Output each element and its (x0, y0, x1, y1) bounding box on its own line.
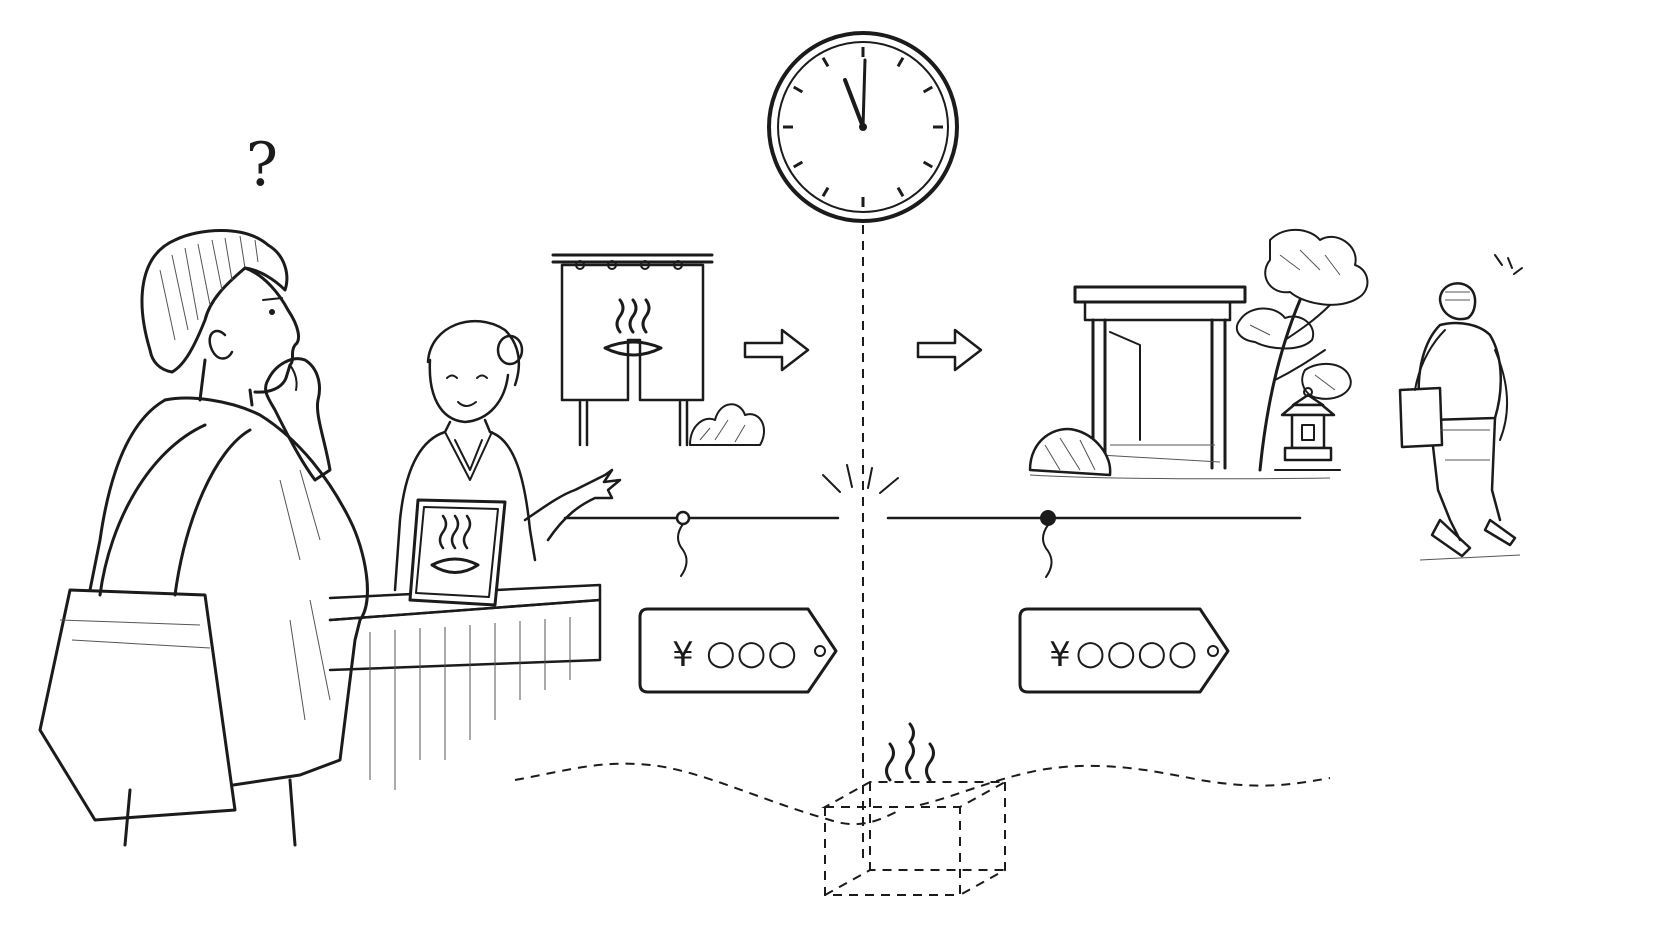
garden-rock (1028, 427, 1112, 477)
price-amount: ○○○ (706, 633, 798, 673)
guest-walking (1398, 254, 1523, 561)
price-tag-day: ¥ ○○○ (638, 607, 838, 694)
receptionist (393, 319, 622, 592)
noren-curtain (551, 253, 765, 447)
price-currency: ¥ (1049, 635, 1071, 675)
clock-icon (767, 31, 959, 223)
clock-hour-hand (843, 78, 865, 129)
garden-ground (1029, 474, 1331, 480)
guest-thinking (38, 229, 369, 847)
question-mark: ? (246, 130, 278, 200)
spark-marks (822, 464, 899, 494)
reception-tablet (408, 498, 507, 607)
torii-gate (1073, 285, 1247, 470)
right-arrow-icon (743, 328, 810, 372)
stone-lantern (1274, 387, 1341, 471)
price-amount: ○○○○ (1076, 633, 1199, 673)
hot-spring-icon (430, 514, 480, 574)
clock-tick (792, 160, 804, 169)
price-currency: ¥ (672, 635, 694, 675)
hot-spring-box-icon (821, 722, 1009, 896)
clock-tick (922, 160, 934, 169)
right-arrow-icon (916, 328, 983, 372)
clock-tick (821, 186, 830, 198)
clock-tick (821, 56, 830, 68)
clock-tick (896, 56, 905, 68)
hot-spring-icon (603, 298, 663, 357)
clock-tick (922, 85, 934, 94)
timeline-marker-filled (1040, 510, 1056, 526)
timeline (563, 510, 1302, 578)
price-tag-night: ¥ ○○○○ (1018, 607, 1230, 694)
clock-tick (792, 85, 804, 94)
reception-counter (328, 583, 602, 790)
clock-tick (896, 186, 905, 198)
timeline-marker-open (675, 510, 691, 526)
garden-tree (1235, 228, 1369, 472)
dashed-horizon (514, 762, 1331, 826)
clock-minute-hand (861, 58, 867, 129)
